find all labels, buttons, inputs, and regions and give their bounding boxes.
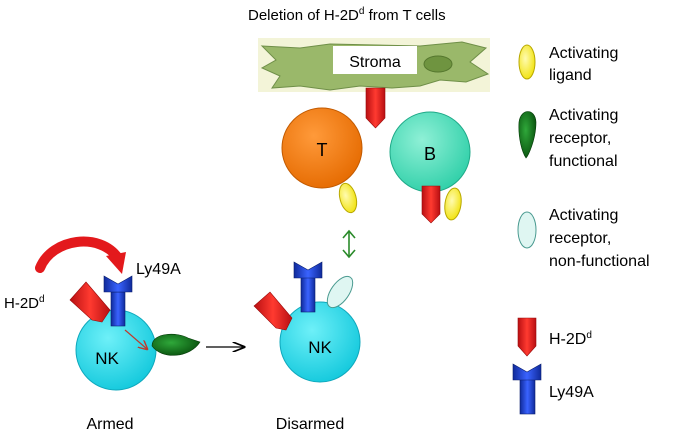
stroma-cell: Stroma [258, 38, 490, 92]
b-cell-h2d-molecule [421, 185, 441, 224]
legend-h2d-label: H-2Dd [549, 330, 592, 348]
diagram-title: Deletion of H-2Dd from T cells [248, 6, 446, 24]
interaction-double-arrow [342, 229, 356, 259]
legend-ligand-icon [518, 44, 536, 80]
b-cell: B [389, 111, 471, 193]
disarmed-nonfunctional-receptor [326, 275, 354, 309]
b-cell-label: B [424, 144, 436, 164]
armed-h2d-molecule [69, 281, 111, 323]
nk-cell-disarmed: NK [279, 301, 361, 383]
legend-functional-receptor-label: Activating receptor, functional [549, 107, 623, 170]
stroma-nucleus [423, 55, 453, 73]
armed-functional-receptor [151, 333, 201, 356]
b-cell-ligand [444, 187, 462, 221]
legend-ly49a-icon [512, 363, 542, 415]
legend-nonfunctional-receptor-label: Activating receptor, non-functional [549, 207, 650, 270]
stroma-label-box [333, 46, 417, 74]
disarmed-h2d-molecule [253, 291, 293, 331]
disarmed-ly49a-receptor [293, 261, 323, 313]
legend-nonfunctional-receptor-icon [517, 211, 537, 249]
armed-internal-arrow [124, 329, 147, 349]
ly49a-label: Ly49A [136, 261, 181, 278]
t-cell-label: T [317, 140, 328, 160]
armed-signal-curved-arrow [35, 236, 126, 274]
t-cell: T [281, 107, 363, 189]
legend: Activating ligand Activating receptor, f… [512, 44, 650, 415]
nk-armed-label: NK [95, 349, 119, 368]
stroma-h2d-molecule [365, 87, 386, 129]
disarmed-label: Disarmed [276, 416, 344, 433]
t-cell-ligand [338, 182, 358, 214]
h2d-label: H-2Dd [4, 294, 45, 312]
nk-disarmed-label: NK [308, 338, 332, 357]
armed-label: Armed [86, 416, 133, 433]
legend-h2d-icon [517, 317, 537, 357]
armed-ly49a-receptor [103, 275, 133, 327]
legend-ly49a-label: Ly49A [549, 384, 594, 401]
stroma-label: Stroma [349, 54, 401, 71]
legend-ligand-label: Activating ligand [549, 45, 623, 84]
legend-functional-receptor-icon [518, 111, 537, 159]
